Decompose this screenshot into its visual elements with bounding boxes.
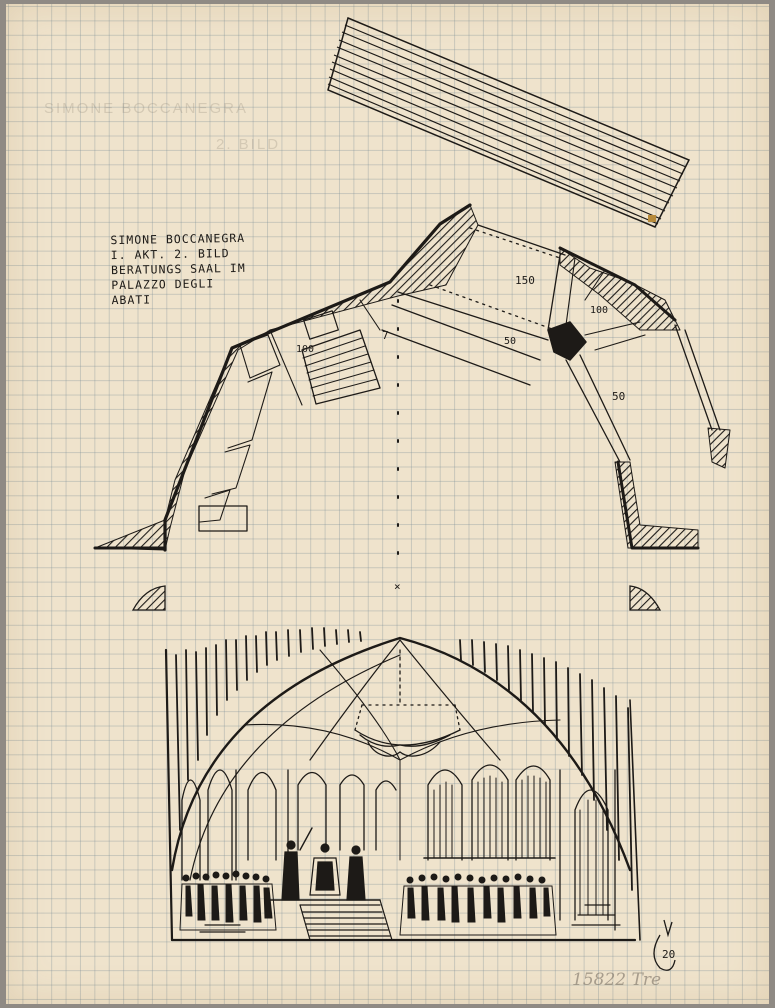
monogram-number: 20 — [662, 948, 676, 961]
catalog-number: 15822 Tre — [572, 970, 662, 990]
monogram — [653, 919, 676, 971]
faint-subtitle: 2. BILD — [216, 136, 281, 153]
title-block: SIMONE BOCCANEGRA I. AKT. 2. BILD BERATU… — [110, 231, 246, 308]
graph-paper-sheet — [6, 4, 769, 1004]
dimension-100-right: 100 — [590, 305, 609, 316]
ruled-panel — [327, 16, 691, 228]
svg-text:×: × — [394, 580, 401, 593]
dimension-50-right: 50 — [612, 390, 626, 403]
dimension-7: 7 — [382, 329, 389, 342]
stain-mark — [648, 215, 656, 222]
floor-plan: × — [93, 203, 731, 593]
title-scene: BERATUNGS SAAL IM — [110, 260, 246, 278]
crowd-right — [399, 873, 557, 936]
dimension-50-center: 50 — [504, 336, 517, 347]
title-location-2: ABATI — [111, 292, 152, 308]
perspective-sketch — [164, 627, 641, 942]
crowd-left — [179, 870, 277, 931]
faint-title: SIMONE BOCCANEGRA — [44, 100, 249, 117]
dimension-100-left: 100 — [296, 344, 315, 355]
proscenium-marks — [131, 585, 662, 611]
dimension-150: 150 — [515, 274, 535, 287]
